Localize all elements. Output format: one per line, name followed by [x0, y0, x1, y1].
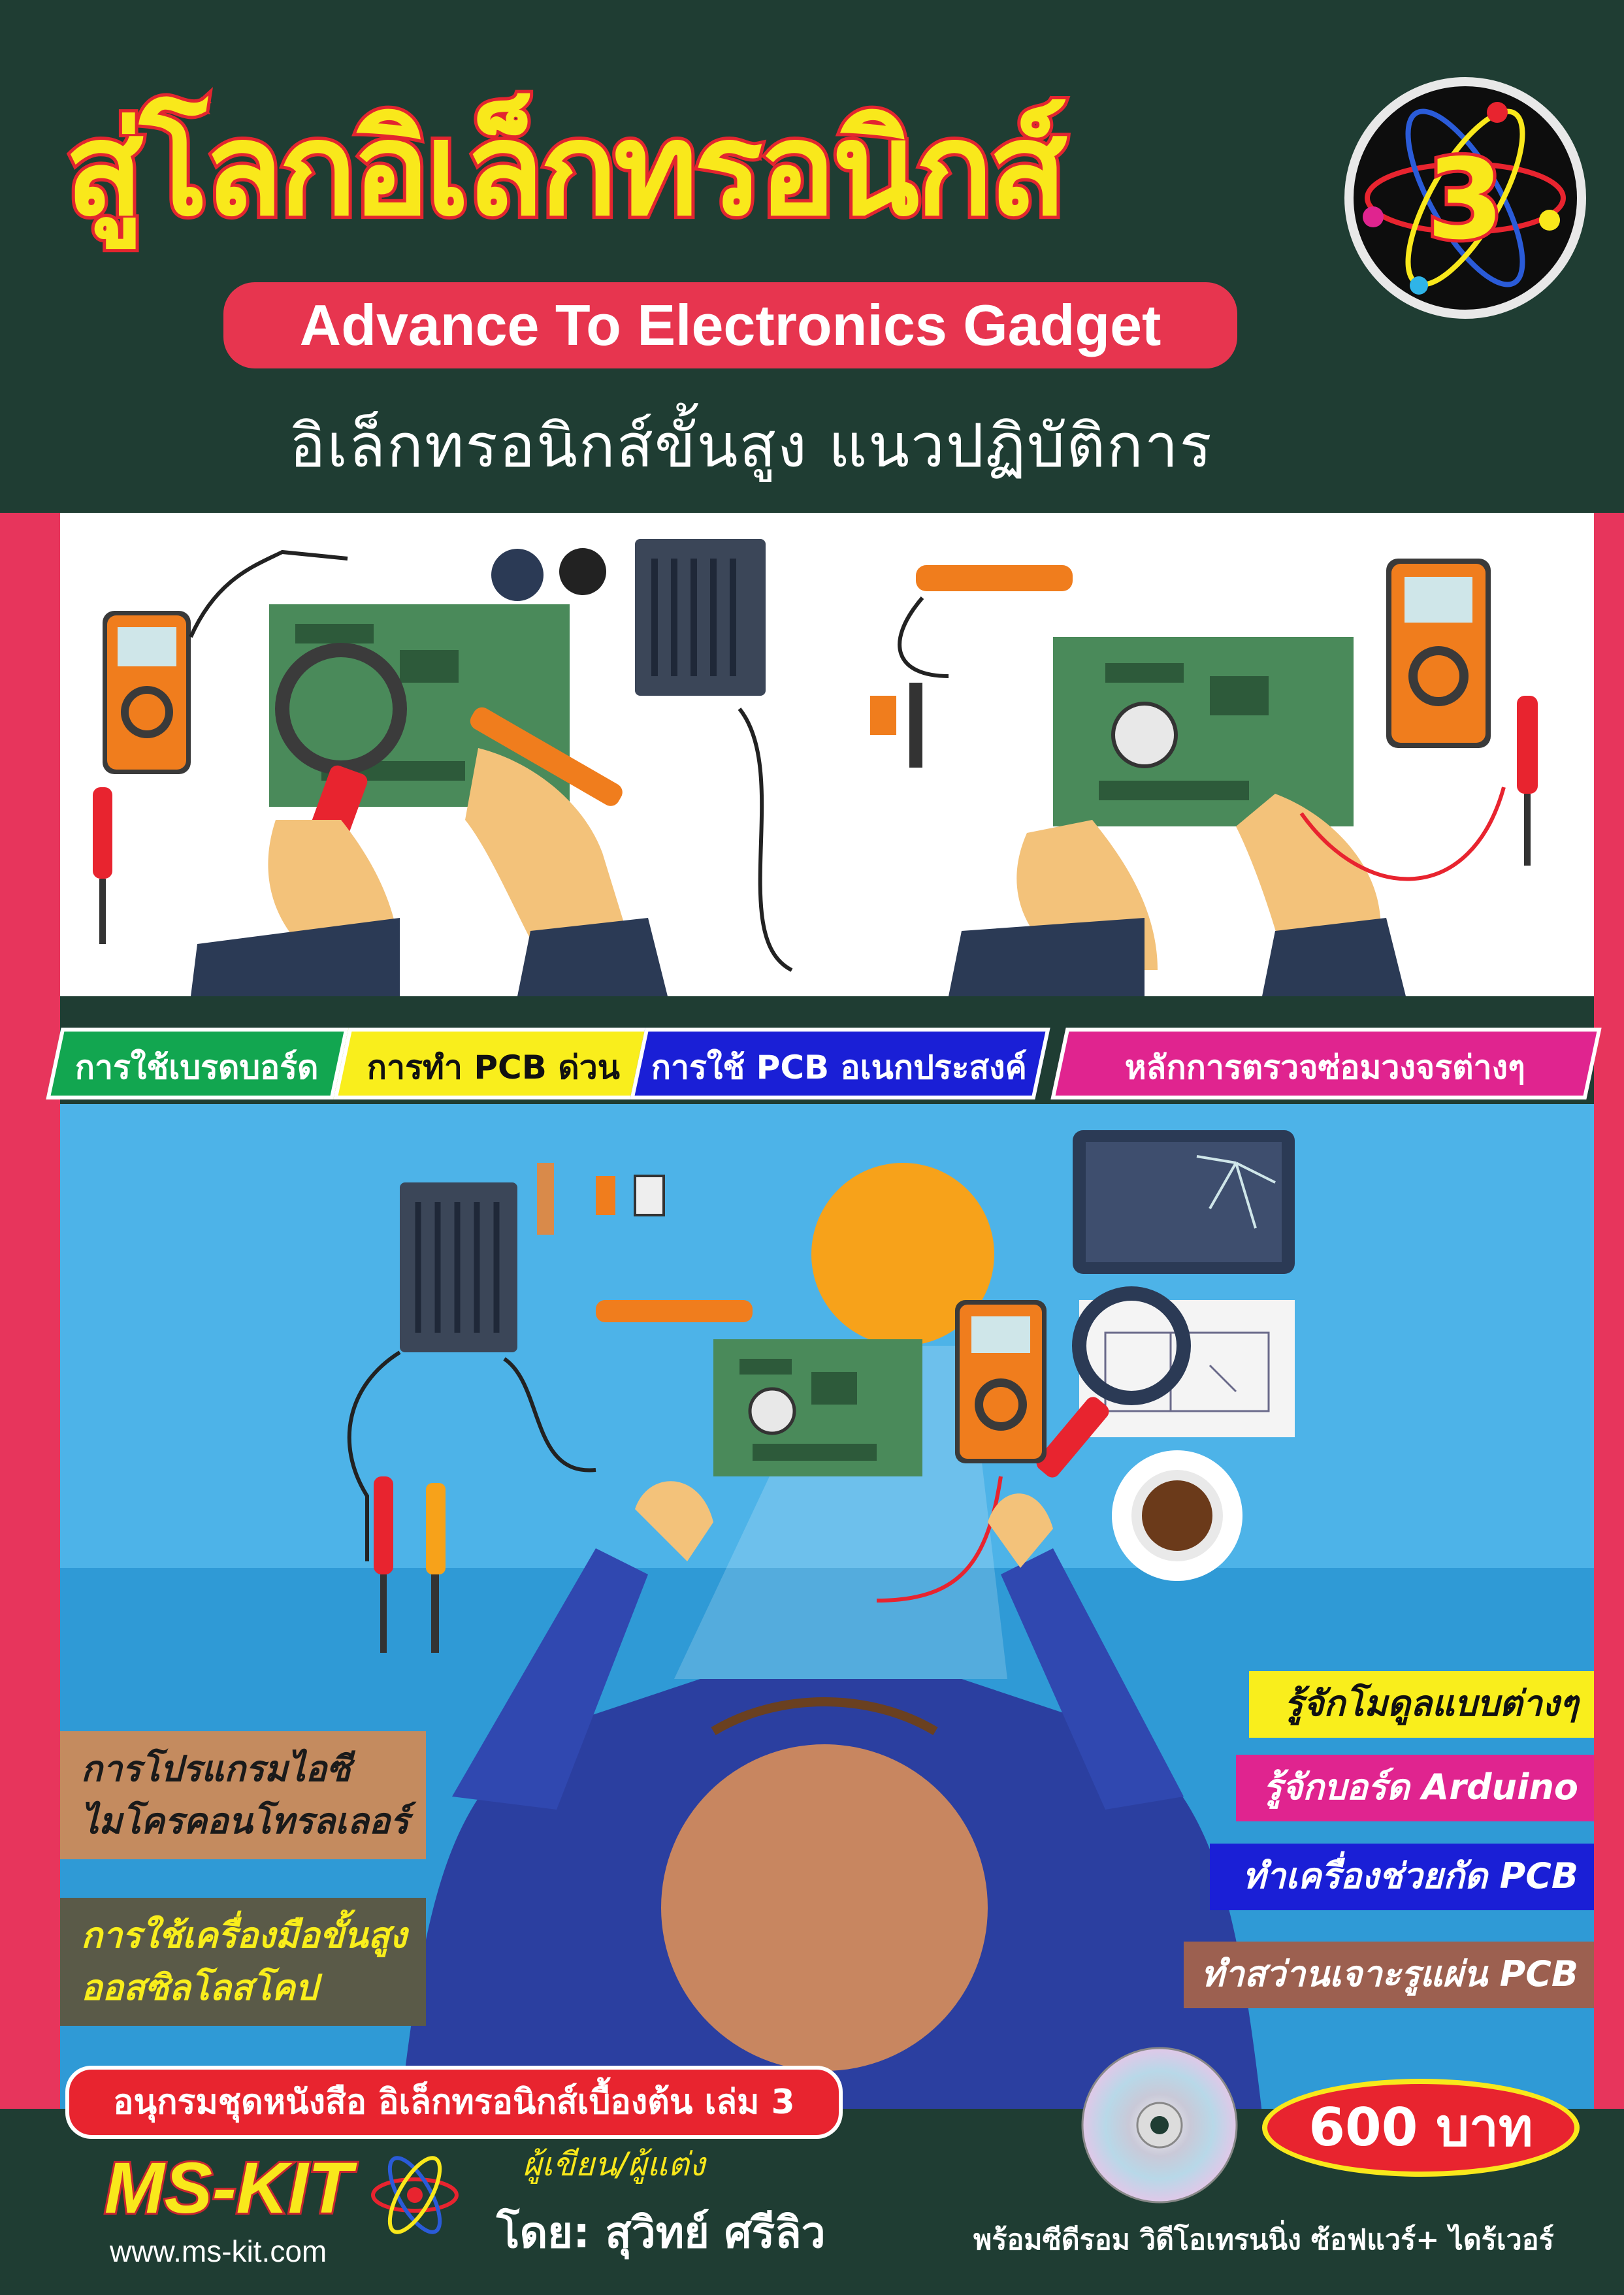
label-oscilloscope-line1: การใช้เครื่องมือขั้นสูง: [81, 1915, 407, 1956]
english-subtitle: Advance To Electronics Gadget: [223, 282, 1237, 368]
chip-breadboard: การใช้เบรดบอร์ด: [46, 1028, 349, 1099]
label-arduino: รู้จักบอร์ด Arduino: [1236, 1755, 1594, 1821]
label-oscilloscope: การใช้เครื่องมือขั้นสูง ออสซิลโลสโคป: [60, 1898, 426, 2026]
right-stripe: [1594, 513, 1624, 2113]
schematic-sheet: [1079, 1300, 1295, 1437]
series-label: อนุกรมชุดหนังสือ อิเล็กทรอนิกส์เบื้องต้น…: [65, 2066, 843, 2139]
multimeter-icon: [103, 611, 191, 774]
multimeter-icon-right: [1386, 559, 1491, 748]
label-modules: รู้จักโมดูลแบบต่างๆ: [1249, 1671, 1594, 1738]
author-role: ผู้เขียน/ผู้แต่ง: [523, 2145, 706, 2183]
top-illustration: [60, 513, 1594, 996]
label-pcb-drill: ทำสว่านเจาะรูแผ่น PCB: [1184, 1942, 1594, 2008]
label-microcontroller: การโปรแกรมไอซี ไมโครคอนโทรลเลอร์: [60, 1731, 426, 1859]
website-link[interactable]: www.ms-kit.com: [110, 2234, 327, 2268]
desk-lamp-icon: [811, 1163, 994, 1346]
chip-universal-pcb: การใช้ PCB อเนกประสงค์: [630, 1028, 1050, 1099]
cover-title: สู่โลกอิเล็กทรอนิกส์: [62, 95, 1071, 245]
chip-quick-pcb: การทำ PCB ด่วน: [333, 1028, 656, 1099]
brand-logo: MS-KIT: [103, 2147, 354, 2230]
multimeter-icon-bottom: [955, 1300, 1047, 1463]
chip-circuit-repair: หลักการตรวจซ่อมวงจรต่างๆ: [1050, 1028, 1602, 1099]
label-microcontroller-line2: ไมโครคอนโทรลเลอร์: [81, 1800, 410, 1842]
person-head: [661, 1744, 988, 2071]
left-stripe: [0, 513, 60, 2113]
thai-subtitle: อิเล็กทรอนิกส์ขั้นสูง แนวปฏิบัติการ: [289, 411, 1213, 481]
soldering-iron-icon-right: [916, 565, 1073, 591]
price-tag: 600 บาท: [1262, 2079, 1580, 2177]
label-pcb-etcher: ทำเครื่องช่วยกัด PCB: [1210, 1844, 1594, 1910]
workbench-illustration: [93, 539, 1538, 996]
brand-atom-icon: [371, 2156, 459, 2234]
cd-note: พร้อมซีดีรอม วิดีโอเทรนนิ่ง ซ้อฟแวร์+ ได…: [973, 2224, 1554, 2256]
label-microcontroller-line1: การโปรแกรมไอซี: [81, 1748, 351, 1789]
atom-icon: 3: [1363, 102, 1566, 295]
label-oscilloscope-line2: ออสซิลโลสโคป: [81, 1967, 318, 2008]
magnifier-icon-bottom: [1072, 1286, 1191, 1405]
volume-number: 3: [1427, 135, 1504, 265]
right-hand: [465, 748, 628, 964]
author-name: โดย: สุวิทย์ ศรีลิว: [496, 2207, 826, 2258]
cd-rom-icon: [1081, 2047, 1238, 2204]
soldering-iron-icon: [470, 707, 623, 806]
volume-badge: 3: [1344, 77, 1586, 319]
